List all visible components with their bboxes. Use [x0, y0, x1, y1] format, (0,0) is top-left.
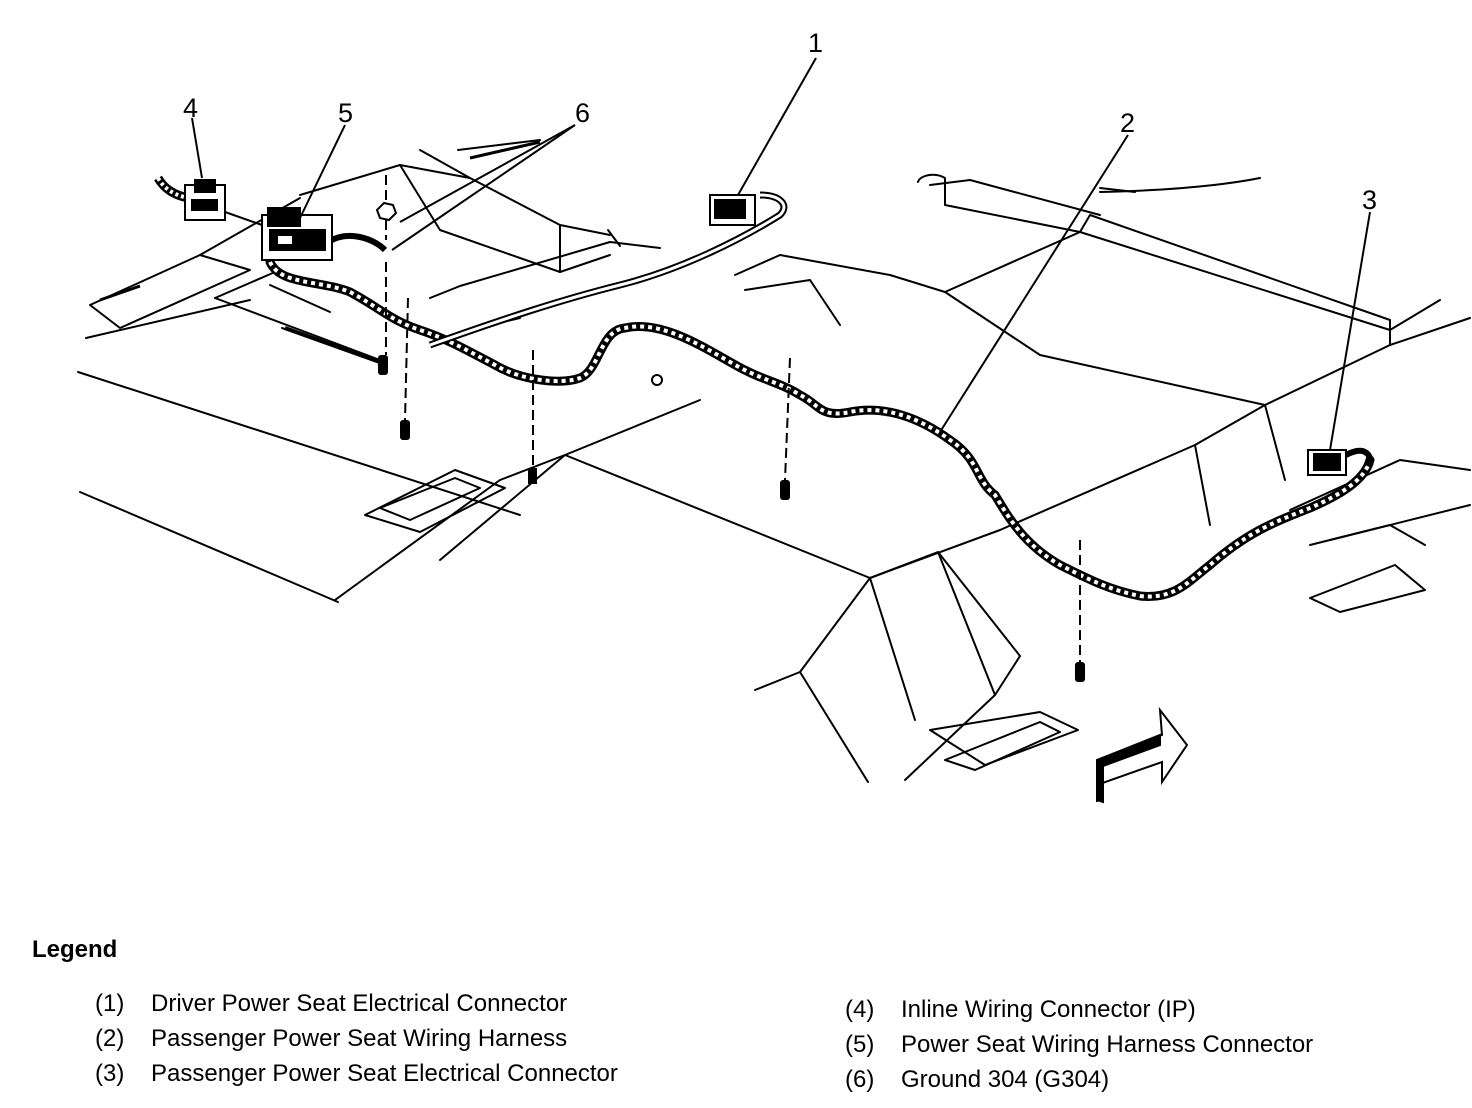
legend-item-number: (2) — [95, 1025, 125, 1052]
legend-title: Legend — [32, 936, 118, 963]
front-direction-arrow — [1096, 706, 1189, 804]
legend-item-number: (5) — [845, 1031, 875, 1058]
floor-hole — [651, 374, 663, 386]
legend-item-text: Power Seat Wiring Harness Connector — [901, 1031, 1314, 1058]
fastener-leader-lines — [404, 297, 1081, 662]
callout-4: 4 — [183, 93, 199, 123]
shading-strips — [99, 140, 541, 364]
power-seat-harness-connector — [261, 207, 333, 261]
callout-6: 6 — [575, 98, 591, 128]
legend-item-text: Ground 304 (G304) — [901, 1066, 1110, 1093]
floor-pan-diagram — [77, 57, 1471, 804]
callout-1: 1 — [808, 28, 824, 58]
callout-2: 2 — [1120, 108, 1136, 138]
callout-5: 5 — [338, 98, 354, 128]
callout-leaders — [191, 57, 1371, 451]
fasteners — [378, 355, 1085, 682]
legend-item-text: Inline Wiring Connector (IP) — [901, 996, 1196, 1023]
ground-stud — [375, 175, 398, 355]
passenger-power-seat-connector — [1307, 447, 1374, 476]
passenger-power-seat-wiring-harness — [265, 257, 1375, 602]
callout-3: 3 — [1362, 185, 1378, 215]
driver-power-seat-connector — [709, 194, 756, 226]
legend-item-number: (6) — [845, 1066, 875, 1093]
inline-wiring-connector — [184, 179, 263, 226]
legend-item-number: (1) — [95, 990, 125, 1017]
legend-item-text: Passenger Power Seat Electrical Connecto… — [151, 1060, 618, 1087]
legend-item-number: (3) — [95, 1060, 125, 1087]
legend-item-number: (4) — [845, 996, 875, 1023]
legend-item-text: Driver Power Seat Electrical Connector — [151, 990, 568, 1017]
legend-item-text: Passenger Power Seat Wiring Harness — [151, 1025, 568, 1052]
